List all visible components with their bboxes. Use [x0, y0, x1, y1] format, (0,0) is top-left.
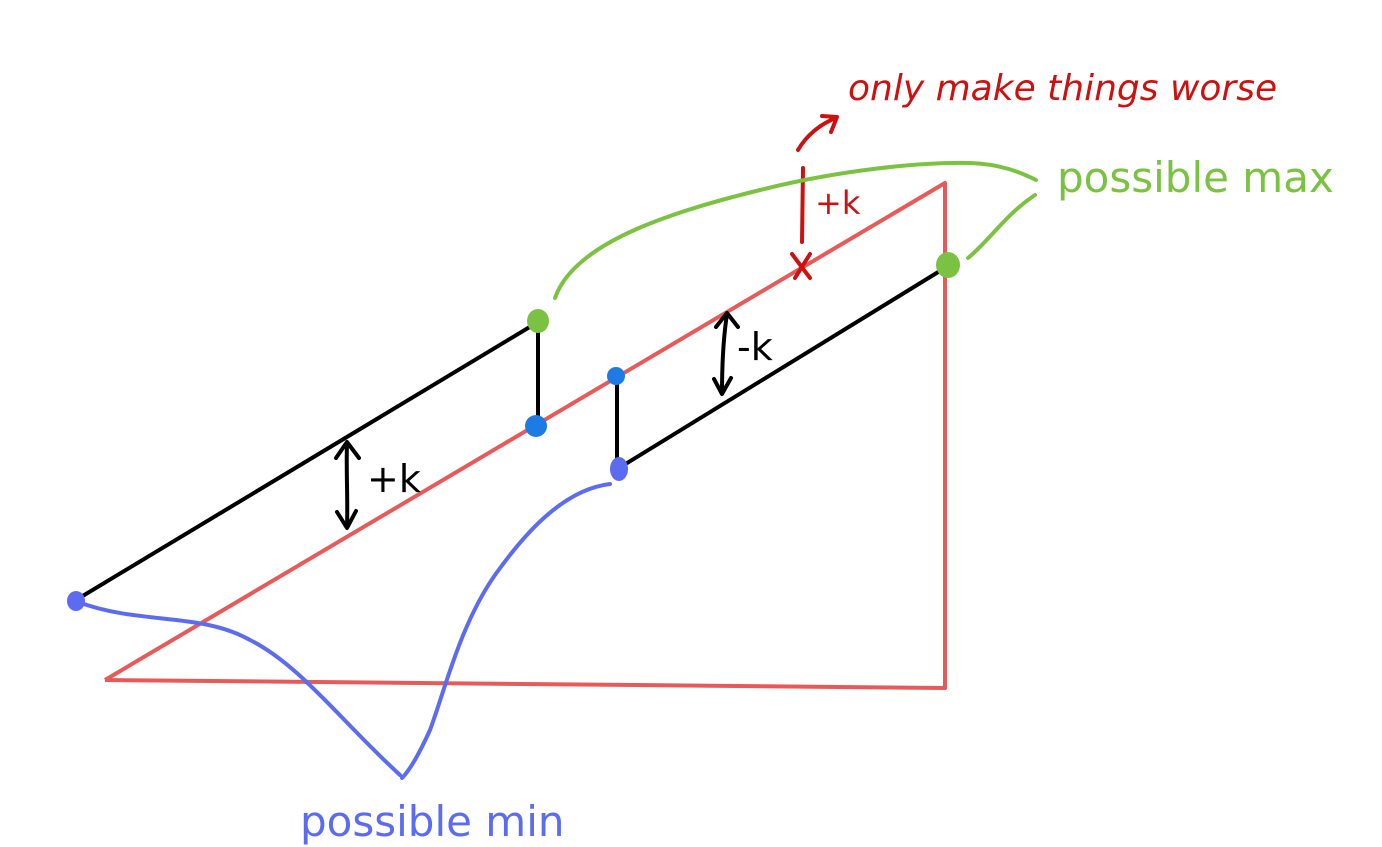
possible-max-point-left: [527, 309, 549, 333]
possible-max-label: possible max: [1057, 153, 1334, 202]
possible-min-point-left: [67, 591, 85, 611]
possible-max-connector: [966, 193, 1037, 260]
possible-min-point-right: [610, 457, 628, 481]
minus-k-label: -k: [737, 325, 773, 369]
upper-shifted-line: [74, 320, 540, 602]
red-plus-k-label: +k: [815, 184, 861, 222]
possible-min-curve-right: [400, 482, 612, 780]
plus-k-arrow: [334, 440, 361, 530]
only-worse-note: only make things worse: [848, 68, 1277, 109]
lower-shifted-line: [617, 264, 950, 470]
possible-max-curve: [553, 160, 1038, 300]
possible-max-point-right: [936, 252, 960, 278]
triangle-point-left: [525, 415, 547, 437]
worse-shift-marker: [790, 166, 812, 280]
possible-min-label: possible min: [300, 797, 565, 846]
minus-k-arrow: [712, 311, 740, 396]
plus-k-label: +k: [367, 457, 421, 501]
triangle-outline: [103, 181, 947, 690]
curved-arrow-icon: [796, 114, 839, 152]
possible-min-curve-left: [76, 600, 402, 777]
triangle-point-right: [607, 367, 625, 385]
